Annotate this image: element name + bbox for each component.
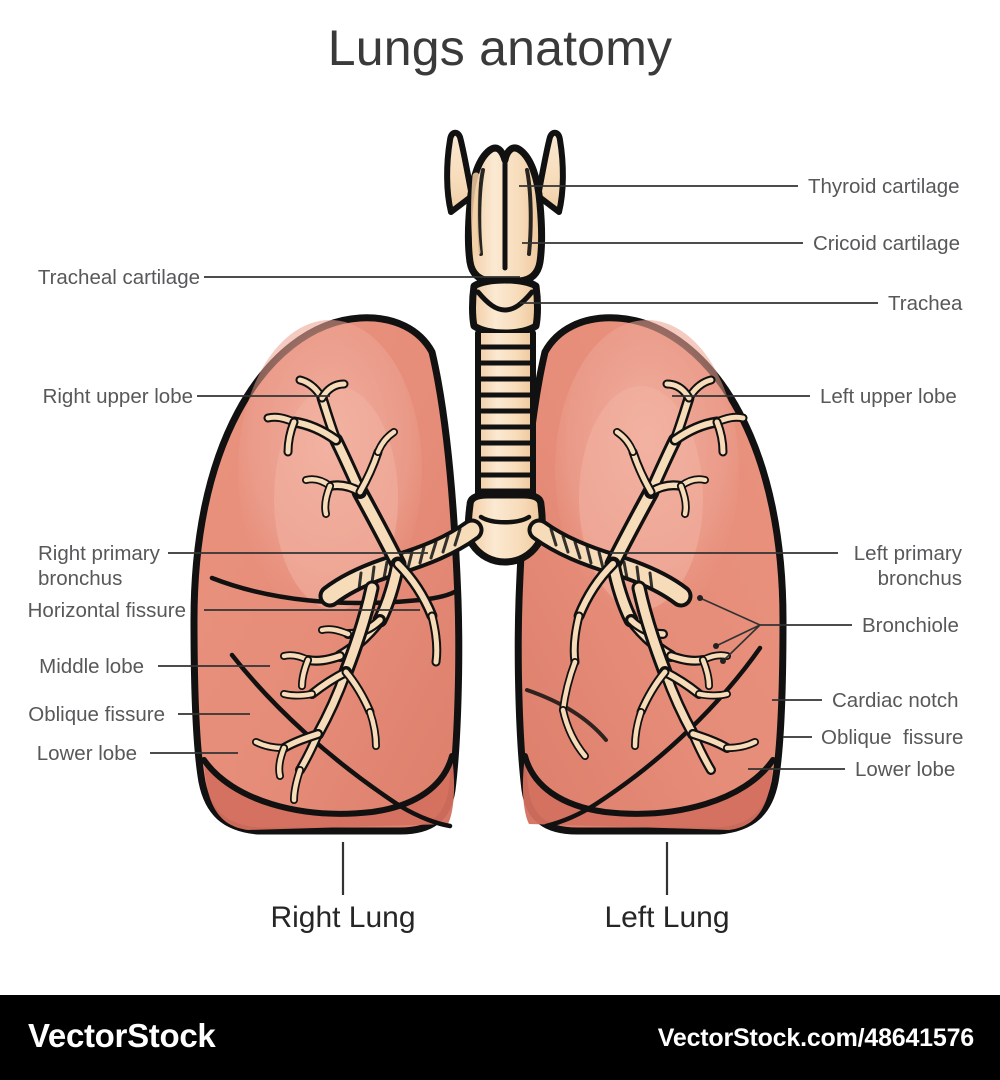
- tracheal-cartilage-rings: [475, 344, 536, 494]
- label-left-primary-bronchus: Left primary bronchus: [853, 542, 962, 590]
- label-lower-lobe: Lower lobe: [36, 742, 137, 765]
- thyroid-shade-left: [471, 172, 481, 256]
- carina: [464, 491, 546, 566]
- watermark-bar: VectorStock VectorStock.com/48641576: [0, 995, 1000, 1080]
- thyroid-horn-left: [444, 129, 475, 215]
- cricoid-contour: [475, 289, 535, 313]
- left-lung-base-line: [522, 753, 776, 817]
- bronchiole-dot-2: [713, 643, 719, 649]
- caption-left-lung: Left Lung: [604, 901, 730, 934]
- thyroid-contour-left: [477, 168, 485, 256]
- label-middle-lobe: Middle lobe: [39, 655, 144, 678]
- thyroid-contour-right: [525, 168, 533, 256]
- leader-bronchiole-prong-2: [715, 624, 761, 647]
- vectorstock-url: VectorStock.com/48641576: [657, 1024, 974, 1052]
- trachea-tube: [478, 333, 533, 505]
- label-oblique-fissure: Oblique fissure: [28, 703, 165, 726]
- label-horizontal-fissure: Horizontal fissure: [27, 599, 186, 622]
- bronchiole-dot-1: [697, 595, 703, 601]
- right-lung-base-line: [201, 753, 455, 817]
- label-bronchiole: Bronchiole: [862, 614, 959, 637]
- leader-bronchiole-prong-1: [699, 597, 761, 626]
- left-oblique-fissure-line: [543, 645, 763, 829]
- leader-lines-right: [519, 185, 878, 770]
- label-oblique-fissure-left: Oblique fissure: [821, 726, 964, 749]
- label-tracheal-cartilage: Tracheal cartilage: [37, 266, 200, 289]
- label-right-upper-lobe: Right upper lobe: [42, 385, 193, 408]
- right-lung-base-shadow: [204, 756, 455, 830]
- label-cardiac-notch: Cardiac notch: [832, 689, 959, 712]
- label-left-upper-lobe: Left upper lobe: [820, 385, 957, 408]
- anatomy-illustration: [150, 129, 878, 895]
- right-bronchial-tree: [252, 375, 484, 804]
- leader-lines-left: [150, 276, 520, 754]
- carina-contour: [478, 514, 532, 525]
- left-bronchial-tree: [527, 375, 759, 775]
- thyroid-horn-right: [535, 129, 566, 215]
- label-cricoid-cartilage: Cricoid cartilage: [813, 232, 960, 255]
- label-thyroid-cartilage: Thyroid cartilage: [808, 175, 960, 198]
- cricoid-cartilage: [469, 276, 541, 337]
- label-trachea: Trachea: [888, 292, 963, 315]
- vectorstock-logo: VectorStock: [28, 1017, 216, 1054]
- right-lung-inner-highlight: [274, 386, 398, 610]
- larynx-trachea-graphic: [444, 129, 566, 566]
- caption-leaders: [341, 842, 669, 895]
- caption-right-lung: Right Lung: [270, 901, 416, 934]
- right-bronchus-striations: [357, 527, 462, 591]
- leader-bronchiole-prong-3: [722, 624, 761, 662]
- label-lower-lobe-left: Lower lobe: [855, 758, 956, 781]
- page-title: Lungs anatomy: [327, 20, 673, 76]
- left-bronchus-striations: [549, 527, 654, 591]
- oblique-fissure-line: [229, 652, 453, 829]
- bronchiole-dot-3: [720, 658, 726, 664]
- cardiac-notch-line: [525, 688, 608, 742]
- label-right-primary-bronchus: Right primary bronchus: [38, 542, 160, 590]
